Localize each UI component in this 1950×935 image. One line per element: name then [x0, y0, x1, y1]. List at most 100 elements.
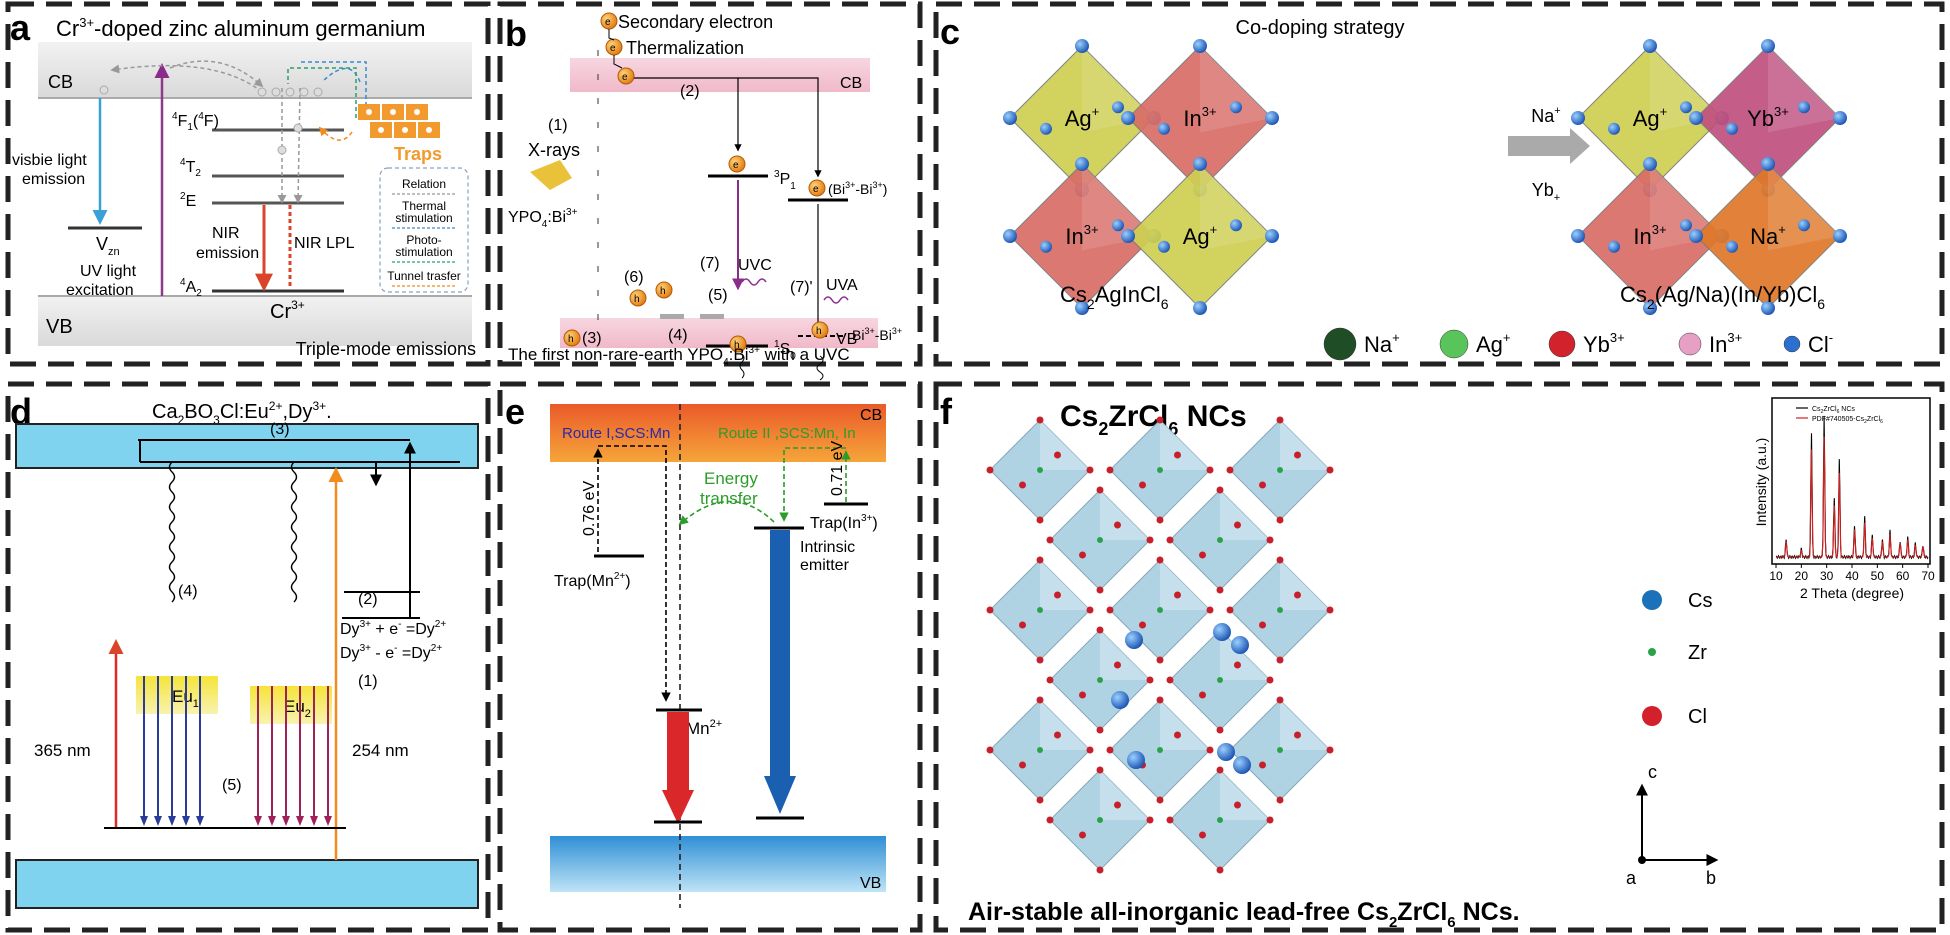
legend-label-cl: Cl-	[1808, 330, 1833, 357]
cl-atom	[1036, 516, 1044, 524]
cl-atom	[1146, 676, 1154, 684]
panel-b: b CB VB Secondary electron Thermalizatio…	[497, 1, 923, 381]
xrd-tick-label: 60	[1896, 569, 1910, 583]
cl-atom	[1075, 39, 1089, 53]
h-symbol-1: h	[568, 334, 574, 345]
legend-thermal-2: stimulation	[395, 211, 452, 225]
cl-atom	[1086, 606, 1094, 614]
legend-zr-ball	[1648, 648, 1656, 656]
cl-atom	[1643, 39, 1657, 53]
traps-block	[358, 104, 440, 138]
eu1-label: Eu1	[172, 687, 199, 710]
panel-e-cb-label: CB	[860, 407, 882, 424]
cl-atom	[1019, 621, 1026, 629]
cl-atom	[1003, 111, 1017, 125]
thermalization-label: Thermalization	[626, 38, 744, 58]
cl-atom	[1174, 731, 1181, 739]
cl-atom	[986, 606, 994, 614]
cl-atom	[1230, 219, 1242, 232]
cl-atom	[1040, 240, 1052, 253]
cl-atom	[1158, 240, 1170, 253]
legend-cl-label: Cl	[1688, 706, 1707, 728]
cl-atom	[1079, 691, 1086, 699]
cl-atom	[1096, 586, 1104, 594]
xrd-tick-label: 30	[1820, 569, 1834, 583]
panel-a-vb-label: VB	[46, 316, 73, 338]
cl-atom	[1139, 481, 1146, 489]
octa-in-label: In3+	[1633, 222, 1666, 249]
step-3: (3)	[582, 330, 602, 347]
zr-atom	[1277, 607, 1283, 613]
eu-emission-arrows	[140, 676, 332, 826]
legend-ball-na	[1323, 327, 1357, 361]
zr-atom	[1157, 607, 1163, 613]
panel-e-letter: e	[505, 391, 525, 432]
uv-label-2: excitation	[66, 282, 134, 299]
panel-c-legend: Na+Ag+Yb3+In3+Cl-	[1323, 327, 1833, 361]
eu1-box	[136, 676, 218, 714]
cl-atom	[1079, 551, 1086, 559]
cl-atom	[1166, 816, 1174, 824]
cl-atom	[1106, 746, 1114, 754]
legend-label-in: In3+	[1709, 330, 1742, 357]
cl-atom	[1046, 676, 1054, 684]
eu2-box	[250, 686, 332, 724]
xrd-legend-1: Cs2ZrCl6 NCs	[1812, 406, 1855, 415]
zr-atom	[1157, 467, 1163, 473]
h-symbol-3: h	[660, 286, 666, 297]
e-symbol-2: e	[610, 43, 616, 54]
panel-a-letter: a	[10, 7, 31, 48]
eu2-arrowhead	[282, 816, 290, 826]
step-7: (7)	[700, 255, 720, 272]
panel-b-cb-band	[570, 58, 870, 92]
cl-atom	[1833, 229, 1847, 243]
cl-atom	[1096, 766, 1104, 774]
cl-atom	[1199, 831, 1206, 839]
cl-atom	[1276, 656, 1284, 664]
cl-atom	[1216, 766, 1224, 774]
panel-a-footer: Triple-mode emissions	[296, 339, 476, 359]
cl-atom	[1234, 661, 1241, 669]
cl-atom	[1114, 521, 1121, 529]
mn-label: Mn2+	[686, 718, 722, 738]
panel-c-letter: c	[940, 11, 960, 52]
step-2: (2)	[680, 83, 700, 100]
cl-atom	[1608, 240, 1620, 253]
cl-atom	[1276, 796, 1284, 804]
cl-atom	[1166, 676, 1174, 684]
cl-atom	[1193, 157, 1207, 171]
host-label: YPO4:Bi3+	[508, 207, 578, 230]
d-step-3: (3)	[270, 421, 290, 438]
panel-b-cb-label: CB	[840, 75, 862, 92]
zr-atom	[1217, 817, 1223, 823]
legend-label-yb: Yb3+	[1583, 330, 1625, 357]
pair-label: (Bi3+-Bi3+)	[828, 180, 887, 197]
cl-atom	[1571, 229, 1585, 243]
xrd-tick-label: 10	[1769, 569, 1783, 583]
s0-label: 1S0	[774, 339, 796, 362]
panel-d-title: Ca2BO3Cl:Eu2+,Dy3+.	[152, 399, 332, 427]
legend-zr-label: Zr	[1688, 642, 1707, 664]
panel-b-frame	[497, 1, 923, 367]
cl-atom	[1106, 606, 1114, 614]
cl-atom	[1199, 691, 1206, 699]
cl-atom	[1266, 816, 1274, 824]
cl-atom	[1036, 796, 1044, 804]
cl-atom	[1833, 111, 1847, 125]
cl-atom	[1206, 606, 1214, 614]
zr-atom	[1217, 677, 1223, 683]
e-symbol-4: e	[733, 160, 739, 171]
d-step-2: (2)	[358, 591, 378, 608]
cl-atom	[1086, 746, 1094, 754]
cl-atom	[1326, 606, 1334, 614]
mn-emission-arrow	[662, 712, 694, 824]
cl-atom	[1019, 481, 1026, 489]
eu1-arrowhead	[140, 816, 148, 826]
cl-atom	[986, 466, 994, 474]
uvc-label: UVC	[738, 257, 772, 274]
cl-atom	[1266, 676, 1274, 684]
cl-atom	[1054, 731, 1061, 739]
